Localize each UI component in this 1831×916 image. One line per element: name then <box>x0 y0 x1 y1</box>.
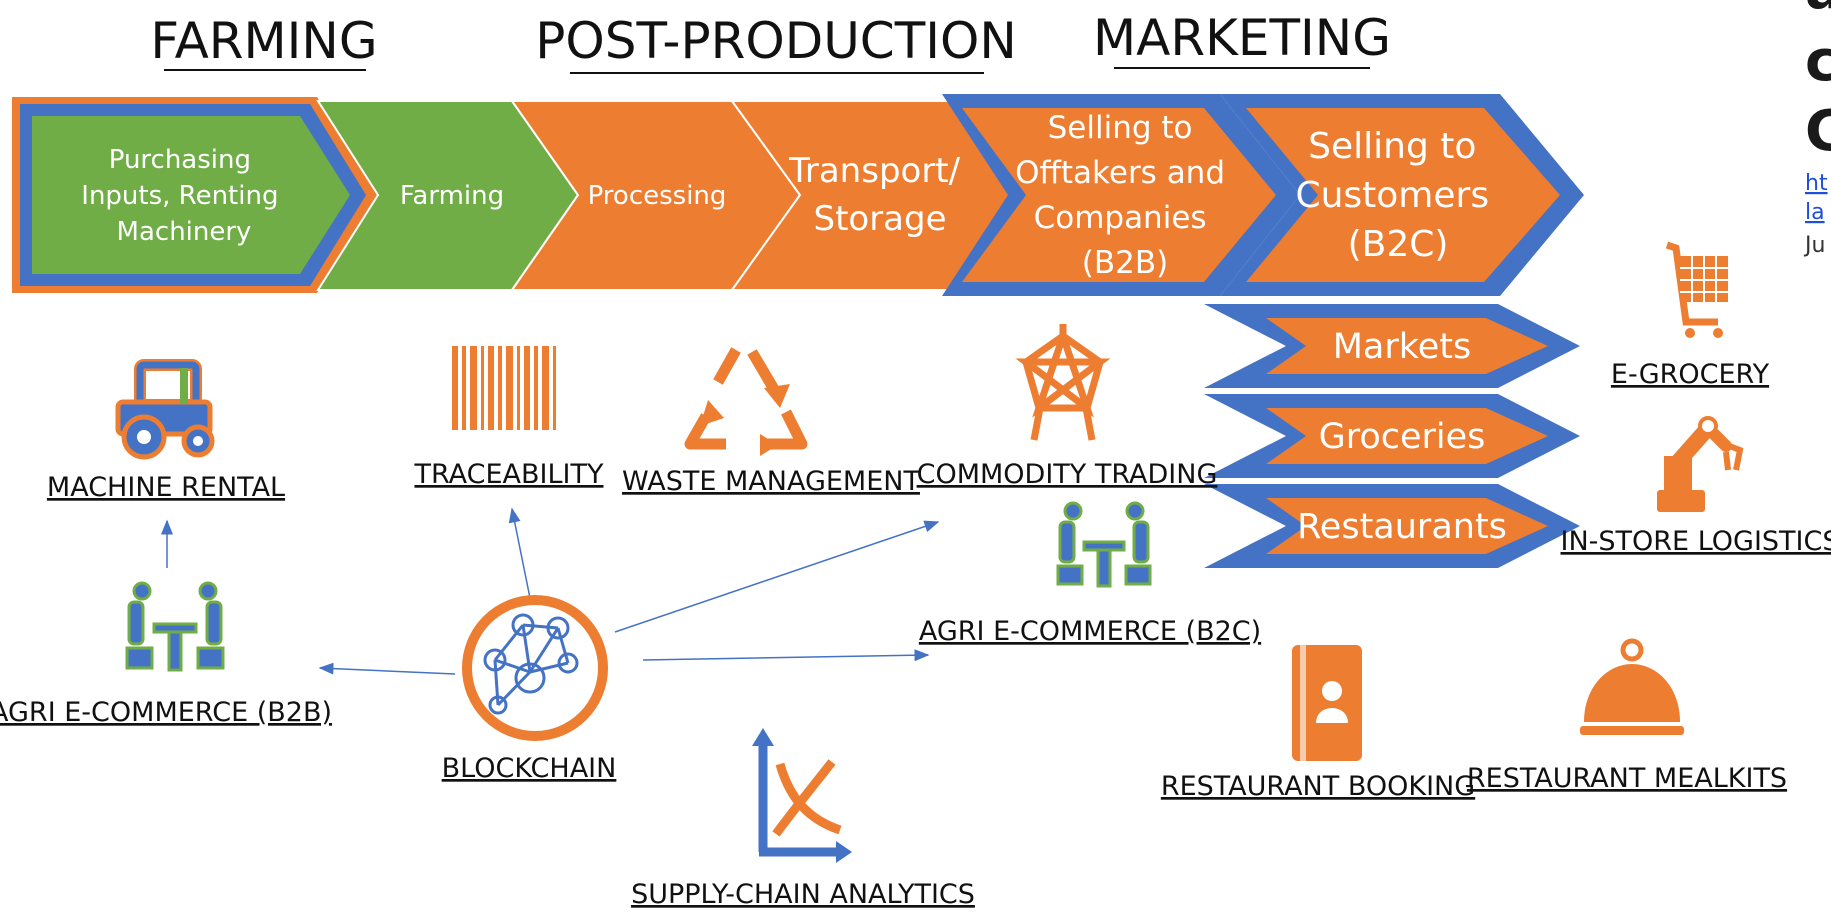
stage-marketing-title: MARKETING <box>1093 9 1391 67</box>
chain-step-purchasing-label: Purchasing Inputs, Renting Machinery <box>81 145 286 247</box>
label-agri-ecommerce-b2b: AGRI E-COMMERCE (B2B) <box>0 697 332 728</box>
channel-groceries: Groceries <box>1204 394 1580 478</box>
stage-post-production-title: POST-PRODUCTION <box>535 12 1017 70</box>
channel-markets: Markets <box>1204 304 1580 388</box>
side-text-line-1: a <box>1805 0 1831 22</box>
cropped-side-text: a c C ht la Ju <box>1803 0 1831 258</box>
value-chain: Purchasing Inputs, Renting Machinery Far… <box>12 94 1584 296</box>
tractor-icon <box>115 359 215 460</box>
barcode-icon <box>452 346 556 430</box>
arrow-to-agri-b2c <box>642 649 930 662</box>
side-link-line-1[interactable]: ht <box>1805 171 1828 196</box>
meeting-icon-b2c <box>1056 501 1152 588</box>
chain-step-processing-label: Processing <box>588 181 727 211</box>
chain-step-b2b-line-1: Selling to <box>1048 110 1193 146</box>
channel-restaurants-label: Restaurants <box>1297 507 1507 547</box>
label-commodity-trading: COMMODITY TRADING <box>917 459 1218 490</box>
label-restaurant-mealkits: RESTAURANT MEALKITS <box>1467 763 1787 794</box>
chain-step-transport-label: Transport/ Storage <box>788 151 971 239</box>
meeting-icon-b2b <box>125 581 225 672</box>
chain-step-b2b-line-4: (B2B) <box>1082 245 1168 281</box>
chain-step-b2b-line-3: Companies <box>1034 200 1207 236</box>
channel-groceries-label: Groceries <box>1319 417 1486 457</box>
chain-step-purchasing-line-1: Purchasing <box>109 145 251 175</box>
chain-step-b2b: Selling to Offtakers and Companies (B2B) <box>942 94 1300 296</box>
chain-step-b2b-label: Selling to Offtakers and Companies (B2B) <box>1015 110 1235 281</box>
chain-step-b2b-line-2: Offtakers and <box>1015 155 1225 191</box>
side-link-line-2[interactable]: la <box>1805 200 1825 225</box>
robot-arm-icon <box>1657 416 1744 512</box>
contact-book-icon <box>1292 645 1362 761</box>
channel-markets-label: Markets <box>1333 327 1472 367</box>
channel-restaurants: Restaurants <box>1204 484 1580 568</box>
label-waste-management: WASTE MANAGEMENT <box>622 466 920 497</box>
chain-step-b2c-line-2: Customers <box>1295 175 1489 216</box>
arrow-to-traceability <box>508 507 531 599</box>
commodity-trading-icon <box>1015 324 1111 441</box>
chain-step-purchasing: Purchasing Inputs, Renting Machinery <box>12 97 378 293</box>
blockchain-icon <box>462 595 608 741</box>
side-text-line-2: c <box>1805 29 1831 94</box>
label-agri-ecommerce-b2c: AGRI E-COMMERCE (B2C) <box>919 616 1261 647</box>
label-machine-rental: MACHINE RENTAL <box>47 472 285 503</box>
label-e-grocery: E-GROCERY <box>1611 359 1770 390</box>
chain-step-b2c: Selling to Customers (B2C) <box>1220 94 1584 296</box>
chain-step-purchasing-line-2: Inputs, Renting <box>81 181 278 211</box>
chain-step-purchasing-line-3: Machinery <box>117 217 252 247</box>
chain-step-b2c-line-3: (B2C) <box>1348 224 1449 265</box>
chain-step-b2c-label: Selling to Customers (B2C) <box>1295 126 1500 265</box>
arrow-to-agri-b2b <box>318 662 456 675</box>
label-traceability: TRACEABILITY <box>413 459 604 490</box>
shopping-cart-icon <box>1665 241 1728 338</box>
side-text-line-3: C <box>1805 99 1831 164</box>
label-blockchain: BLOCKCHAIN <box>442 753 617 784</box>
cloche-icon <box>1580 638 1684 735</box>
analytics-icon <box>752 728 852 863</box>
arrow-to-commodity-trading <box>614 520 940 633</box>
chain-step-farming-label: Farming <box>400 181 504 211</box>
stage-farming-title: FARMING <box>150 12 377 70</box>
stage-headers: FARMING POST-PRODUCTION MARKETING <box>150 9 1391 74</box>
channels: Markets Groceries Restaurants <box>1204 304 1580 568</box>
chain-step-transport-line-1: Transport/ <box>788 151 961 191</box>
chain-step-farming: Farming <box>316 100 580 291</box>
label-in-store-logistics: IN-STORE LOGISTICS <box>1561 526 1831 557</box>
chain-step-transport-line-2: Storage <box>813 199 946 239</box>
connector-arrows <box>161 507 940 675</box>
solution-labels: MACHINE RENTAL TRACEABILITY WASTE MANAGE… <box>0 359 1831 910</box>
side-small-text: Ju <box>1803 233 1825 258</box>
recycle-icon <box>684 347 808 456</box>
chain-step-b2c-line-1: Selling to <box>1308 126 1476 167</box>
label-restaurant-booking: RESTAURANT BOOKING <box>1161 771 1475 802</box>
label-supply-chain-analytics: SUPPLY-CHAIN ANALYTICS <box>631 879 975 910</box>
